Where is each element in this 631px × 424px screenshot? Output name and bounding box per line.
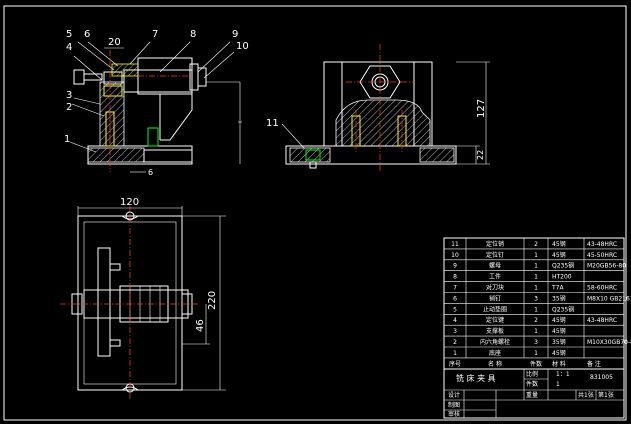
check-label: 审核	[448, 410, 460, 418]
bom-cell-qty: 3	[534, 295, 538, 302]
balloon-1: 1	[64, 134, 70, 145]
sheet-count: 共1张	[578, 391, 594, 399]
bom-cell-no: 8	[453, 274, 457, 281]
bom-table	[443, 237, 625, 419]
bom-cell-note: M20GB56-80	[587, 263, 626, 270]
dim-127: 127	[476, 99, 487, 118]
bom-cell-no: 1	[453, 350, 457, 357]
balloon-7: 7	[152, 29, 158, 40]
count-label: 件数	[526, 380, 538, 388]
bom-cell-name: 支撑板	[486, 327, 504, 335]
bom-cell-note: 45-50HRC	[587, 252, 617, 259]
bom-cell-qty: 2	[534, 317, 538, 324]
bom-cell-no: 3	[453, 328, 457, 335]
top-view	[60, 206, 226, 400]
bom-cell-name: 止动垫圈	[483, 305, 507, 313]
bom-cell-qty: 1	[534, 328, 538, 335]
bom-cell-note: 备 注	[587, 360, 601, 368]
bom-cell-mat: T7A	[551, 285, 564, 292]
bom-cell-mat: 45钢	[552, 240, 566, 248]
bom-cell-no: 5	[453, 306, 457, 313]
bom-cell-name: 定位键	[486, 316, 504, 324]
drawing-frame	[3, 5, 627, 421]
bom-cell-note: 58-60HRC	[587, 285, 617, 292]
balloon-5: 5	[66, 29, 72, 40]
draw-label: 制图	[448, 401, 460, 409]
title-text: 铣 床 夹 具	[456, 373, 496, 383]
scale-value: 1：1	[556, 371, 570, 378]
bom-cell-qty: 1	[534, 350, 538, 357]
balloon-9: 9	[232, 29, 238, 40]
bom-cell-no: 6	[453, 295, 457, 302]
bom-cell-qty: 1	[534, 252, 538, 259]
balloon-4: 4	[66, 42, 72, 53]
weight-label: 重量	[526, 391, 538, 399]
bom-cell-name: 定位钉	[486, 251, 504, 259]
dim-20: 20	[108, 37, 121, 48]
bom-cell-no: 9	[453, 263, 457, 270]
dim-22: 22	[476, 150, 485, 160]
bom-cell-qty: 2	[534, 241, 538, 248]
bom-cell-mat: Q235钢	[552, 305, 574, 313]
bom-cell-note: M10X30GB70-80	[587, 339, 631, 346]
sheet-number: 第1张	[598, 391, 614, 399]
bom-cell-qty: 1	[534, 274, 538, 281]
bom-cell-name: 对刀块	[486, 284, 504, 292]
bom-cell-no: 10	[451, 252, 459, 259]
balloon-3: 3	[66, 90, 72, 101]
dim-120: 120	[120, 197, 139, 208]
bom-cell-qty: 3	[534, 339, 538, 346]
bom-cell-qty: 1	[534, 285, 538, 292]
bom-cell-mat: 35钢	[552, 338, 566, 346]
front-view: 20 6	[69, 37, 242, 177]
count-value: 1	[556, 381, 560, 388]
bom-cell-name: 名 称	[488, 360, 502, 368]
bom-cell-qty: 1	[534, 306, 538, 313]
balloon-11: 11	[266, 118, 279, 129]
bom-cell-name: 定位销	[486, 240, 504, 248]
design-label: 设计	[448, 391, 460, 399]
bom-cell-no: 序号	[449, 360, 461, 368]
balloon-2: 2	[66, 102, 72, 113]
dim-220: 220	[207, 291, 218, 310]
bom-cell-mat: 45钢	[552, 349, 566, 357]
bom-cell-name: 工件	[489, 273, 501, 281]
bom-cell-name: 内六角螺栓	[480, 338, 510, 346]
bom-cell-qty: 1	[534, 263, 538, 270]
dim-46: 46	[195, 319, 206, 332]
drawing-number: 831005	[590, 374, 613, 381]
bom-cell-mat: 45钢	[552, 327, 566, 335]
dim-6: 6	[148, 168, 153, 177]
bom-cell-note: 43-48HRC	[587, 241, 617, 248]
bom-cell-qty: 件数	[530, 360, 542, 368]
bom-cell-mat: 45钢	[552, 251, 566, 259]
balloon-8: 8	[190, 29, 196, 40]
bom-cell-no: 2	[453, 339, 457, 346]
bom-cell-no: 11	[451, 241, 459, 248]
bom-cell-no: 4	[453, 317, 457, 324]
balloon-6: 6	[84, 29, 90, 40]
balloon-10: 10	[236, 41, 249, 52]
scale-label: 比例	[526, 370, 538, 378]
bom-cell-mat: 35钢	[552, 294, 566, 302]
bom-cell-note: 43-48HRC	[587, 317, 617, 324]
bom-cell-mat: 45钢	[552, 316, 566, 324]
bom-cell-name: 螺母	[489, 262, 501, 270]
bom-cell-name: 销钉	[489, 294, 501, 302]
bom-cell-name: 底座	[489, 349, 501, 357]
bom-cell-mat: Q235钢	[552, 262, 574, 270]
bom-cell-mat: HT200	[552, 274, 572, 281]
bom-cell-note: M8X10 GB2161	[587, 295, 631, 302]
side-view	[281, 44, 490, 172]
bom-cell-no: 7	[453, 285, 457, 292]
bom-cell-mat: 材 料	[552, 360, 566, 368]
